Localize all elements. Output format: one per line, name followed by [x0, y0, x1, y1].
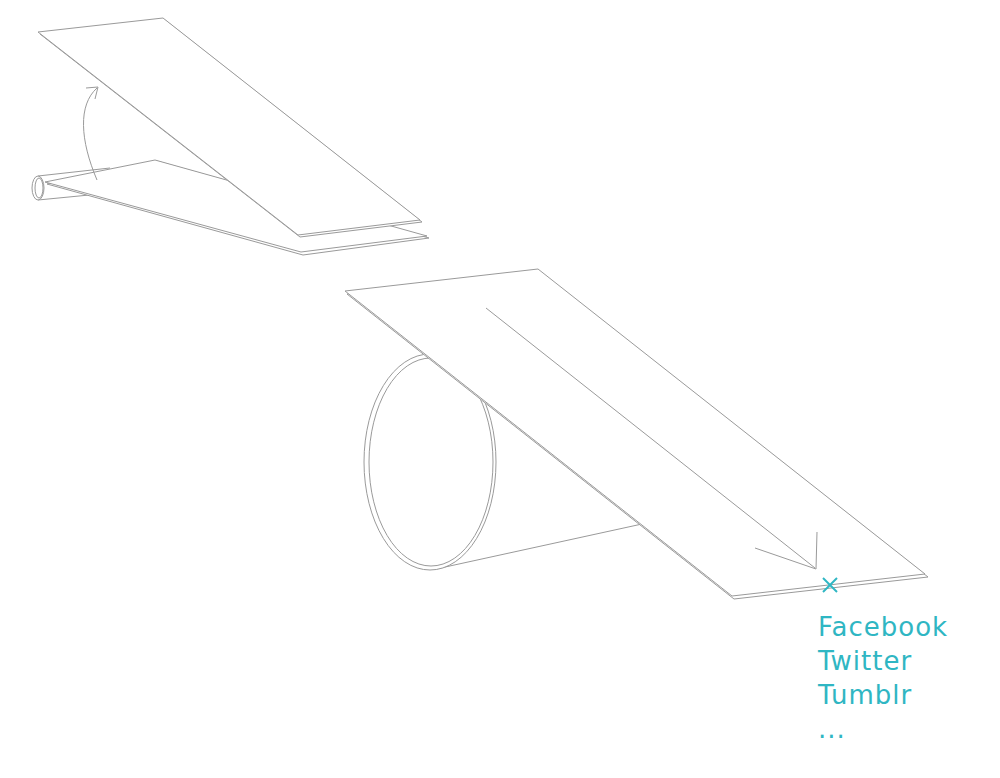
tube-end [35, 178, 43, 198]
small-step [32, 18, 429, 255]
draped-sheet [345, 269, 925, 596]
share-target: Twitter [818, 644, 948, 678]
target-mark [823, 578, 837, 592]
arrow-head [86, 87, 98, 99]
lift-arrow [83, 88, 97, 180]
cross-stroke [823, 578, 837, 592]
share-list: FacebookTwitterTumblr... [818, 610, 948, 746]
cross-stroke [823, 578, 837, 592]
large-step [345, 269, 928, 599]
arrow-head [755, 532, 817, 569]
share-target: Tumblr [818, 678, 948, 712]
slide-arrow [486, 308, 815, 568]
share-target: Facebook [818, 610, 948, 644]
share-target: ... [818, 712, 948, 746]
upper-sheet [38, 18, 420, 235]
tube-end [32, 176, 44, 200]
